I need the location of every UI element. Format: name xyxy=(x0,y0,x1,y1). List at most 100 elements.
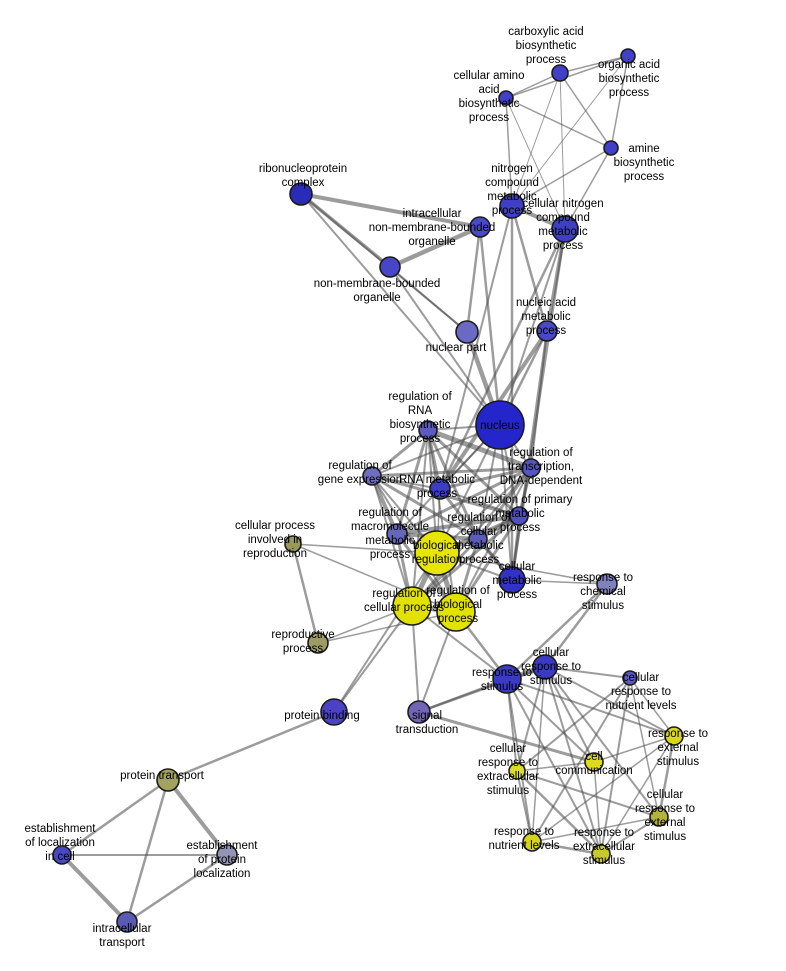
node-cellrespext[interactable] xyxy=(649,807,669,827)
edge-cellrespextra-cellrespext xyxy=(516,770,660,818)
edge-respstim-regcellproc xyxy=(411,605,508,680)
node-intratrans[interactable] xyxy=(116,911,138,933)
node-label-nucleus: nucleus xyxy=(480,420,520,432)
node-regprim[interactable] xyxy=(509,506,529,526)
node-regrna[interactable] xyxy=(418,420,438,440)
node-regcellproc[interactable] xyxy=(392,586,432,626)
node-nucleus[interactable] xyxy=(475,400,525,450)
node-cellrespstim[interactable] xyxy=(532,654,558,680)
edge-cellrespext-respextra xyxy=(600,816,660,855)
edge-nucleus-cellnitrogen xyxy=(499,228,566,426)
edge-regrna-regcellproc xyxy=(411,429,429,607)
edge-respchem-bioreg xyxy=(436,552,608,585)
edge-ribo-intranmb xyxy=(299,192,482,229)
edge-carbox-organic xyxy=(559,55,629,74)
node-respstim[interactable] xyxy=(492,664,522,694)
edge-carbox-cellamino xyxy=(505,72,561,99)
edge-cellrespnutr-cellrespext xyxy=(629,677,660,818)
node-repro[interactable] xyxy=(307,632,329,654)
edge-nucleicacid-regtrans xyxy=(530,330,548,469)
edge-cellrespstim-signal xyxy=(417,665,547,714)
edge-respext-respnutr xyxy=(531,735,675,843)
node-regbioproc[interactable] xyxy=(436,592,476,632)
edge-prottrans-intratrans xyxy=(125,778,170,924)
edge-regtrans-regbioproc xyxy=(455,467,532,613)
node-cellcomm[interactable] xyxy=(584,752,604,772)
node-respchem[interactable] xyxy=(596,573,618,595)
node-cellmet[interactable] xyxy=(498,566,526,594)
node-nucleicacid[interactable] xyxy=(536,320,558,342)
node-regcellmet[interactable] xyxy=(468,529,488,549)
edge-respstim-respext xyxy=(506,678,675,737)
node-prottrans[interactable] xyxy=(156,768,180,792)
node-carbox[interactable] xyxy=(551,64,569,82)
node-intranmb[interactable] xyxy=(469,216,491,238)
edge-regrna-regprim xyxy=(426,428,521,518)
node-cellrespextra[interactable] xyxy=(508,762,526,780)
node-reggene[interactable] xyxy=(362,466,382,486)
edge-cellrespnutr-cellrespextra xyxy=(516,677,631,772)
node-estloc[interactable] xyxy=(52,845,72,865)
node-label-prottrans: protein transport xyxy=(120,770,205,782)
node-regtrans[interactable] xyxy=(521,458,541,478)
node-respextra[interactable] xyxy=(591,844,611,864)
node-regmacro[interactable] xyxy=(386,523,408,545)
edge-cellrespextra-respnutr xyxy=(516,770,533,843)
edge-cellrespnutr-respextra xyxy=(600,677,631,855)
edge-regrna-regmacro xyxy=(395,428,430,536)
node-nmb[interactable] xyxy=(379,256,401,278)
edge-intranmb-nucleus xyxy=(478,225,502,427)
edge-cellrespnutr-respnutr xyxy=(531,677,631,843)
node-protbind[interactable] xyxy=(320,698,348,726)
edge-respext-cellrespext xyxy=(657,734,676,819)
edge-repro-regbioproc xyxy=(317,611,457,644)
node-rnamet[interactable] xyxy=(429,478,451,500)
edge-carbox-cellnitrogen xyxy=(559,72,566,230)
node-respnutr[interactable] xyxy=(522,832,542,852)
node-ribo[interactable] xyxy=(289,182,313,206)
node-signal[interactable] xyxy=(407,700,431,724)
node-respext[interactable] xyxy=(664,726,684,746)
node-nuclearpart[interactable] xyxy=(455,320,479,344)
node-estprotloc[interactable] xyxy=(216,844,238,866)
node-cpir[interactable] xyxy=(284,535,302,553)
edge-cellnitrogen-rnamet xyxy=(438,227,567,491)
edge-carbox-nitrogen xyxy=(511,72,561,207)
edge-regrna-regbioproc xyxy=(427,429,457,613)
edge-cellcomm-signal xyxy=(417,710,596,764)
node-nitrogen[interactable] xyxy=(499,193,525,219)
edge-reggene-regbioproc xyxy=(371,475,457,613)
edge-intranmb-nuclearpart xyxy=(465,225,482,334)
node-amine[interactable] xyxy=(603,140,619,156)
edge-organic-nitrogen xyxy=(511,55,629,207)
node-cellrespnutr[interactable] xyxy=(622,670,638,686)
edge-respext-respextra xyxy=(600,735,675,855)
node-bioreg[interactable] xyxy=(414,530,460,576)
node-cellnitrogen[interactable] xyxy=(551,215,579,243)
node-cellamino[interactable] xyxy=(498,90,514,106)
node-label-protbind: protein binding xyxy=(284,710,359,722)
edge-organic-amine xyxy=(610,55,629,149)
node-organic[interactable] xyxy=(620,48,636,64)
edge-cellrespstim-respextra xyxy=(544,666,602,855)
